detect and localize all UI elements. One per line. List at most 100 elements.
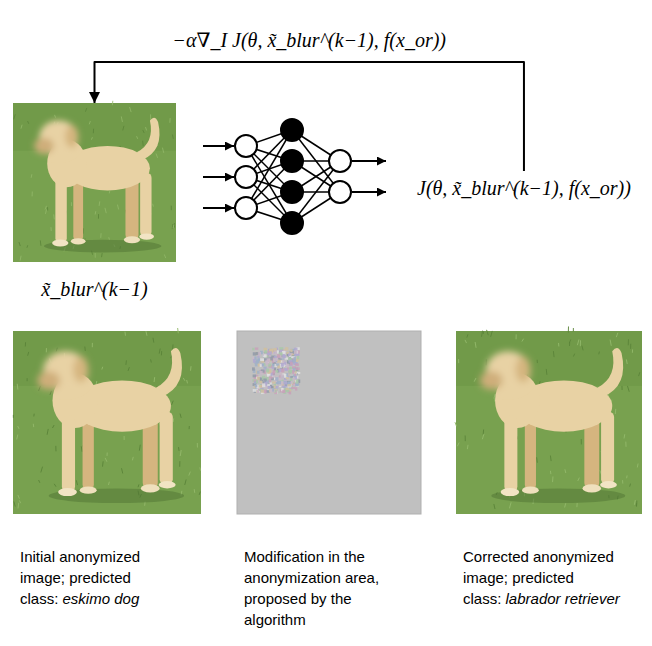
noise-pixel [296, 367, 300, 370]
dog-paw [139, 233, 154, 239]
grass-blade [146, 331, 147, 336]
dog-paw [71, 238, 86, 244]
grass-blade [84, 347, 85, 351]
dog-shadow [44, 240, 161, 253]
noise-pixel [257, 377, 260, 380]
grass-blade [546, 369, 548, 375]
hidden-neuron [281, 181, 303, 203]
grass-blade [101, 367, 103, 370]
input-neuron [235, 135, 257, 157]
grass-blade [39, 386, 41, 391]
grass-blade [17, 435, 18, 440]
noise-pixel [253, 352, 257, 355]
noise-pixel [272, 388, 274, 391]
grass-blade [46, 348, 47, 352]
grass-blade [569, 339, 571, 343]
grass-blade [95, 253, 96, 258]
grass-blade [610, 340, 611, 346]
dog-paw [159, 481, 176, 488]
noise-pixel [252, 367, 255, 370]
noise-pixel [282, 360, 285, 364]
noise-pixel [255, 347, 258, 349]
noise-pixel [288, 354, 291, 357]
grass-blade [622, 480, 623, 483]
noise-pixel [296, 380, 299, 384]
grass-blade [626, 359, 628, 364]
dog-paw [600, 481, 617, 488]
grass-blade [467, 334, 468, 337]
noise-pixel [290, 362, 292, 365]
noise-pixel [278, 378, 282, 381]
grass-blade [124, 436, 125, 440]
noise-pixel [272, 364, 274, 367]
noise-pixel [278, 388, 280, 391]
noise-pixel [275, 377, 278, 381]
grass-blade [581, 439, 582, 444]
noise-pixel [262, 383, 265, 387]
grass-blade [577, 339, 579, 345]
grass-blade [122, 468, 123, 473]
grass-blade [573, 354, 574, 357]
noise-pixel [267, 358, 270, 362]
grass-blade [536, 457, 538, 462]
grass-ground [456, 331, 642, 514]
grass-blade [98, 214, 99, 219]
dog-tail [597, 348, 623, 397]
image-node: Initial anonymized image; predicted clas… [13, 331, 201, 611]
grass-blade [33, 414, 34, 417]
grass-blade [124, 332, 126, 336]
noise-pixel [262, 363, 264, 366]
grass-blade [171, 206, 172, 211]
class-name: labrador retriever [506, 590, 620, 607]
caption-text: Modification in the anonymization area, … [244, 548, 379, 628]
blurred-face [37, 351, 88, 391]
dog-paw [141, 484, 160, 492]
grass-blade [102, 461, 104, 466]
grass-blade [45, 209, 46, 213]
noise-pixel [294, 374, 296, 376]
noise-pixel [295, 387, 297, 390]
noise-pixel [276, 376, 279, 380]
noise-pixel [260, 381, 263, 384]
dog-leg [73, 179, 83, 241]
grass-blade [457, 443, 459, 447]
grass-blade [636, 503, 637, 506]
input-arrow [203, 176, 234, 178]
noise-pixel [279, 347, 283, 350]
grass-blade [91, 137, 93, 139]
loss-node: J(θ, x̃_blur^(k−1), f(x_or)) [415, 174, 633, 202]
noise-pixel [290, 382, 292, 384]
grass-blade [21, 125, 22, 129]
noise-pixel [293, 374, 296, 377]
noise-pixel [269, 376, 273, 378]
grass-blade [125, 360, 126, 365]
grass-blade [487, 330, 489, 335]
grass-blade [628, 339, 629, 345]
noise-pixel [290, 362, 292, 366]
noise-pixel [281, 368, 284, 372]
grass-blade [183, 378, 185, 381]
dog-leg [525, 419, 536, 490]
image-node: Corrected anonymized image; predicted cl… [456, 331, 642, 611]
grass-blade [159, 349, 161, 354]
noise-pixel [252, 348, 254, 351]
grass-blade [491, 331, 493, 337]
grass-blade [27, 378, 28, 381]
grass-blade [152, 338, 154, 343]
output-neuron [329, 150, 351, 172]
dog-snout [37, 371, 60, 389]
grass-blade [121, 116, 122, 122]
noise-pixel [263, 366, 266, 368]
grass-blade [112, 101, 113, 105]
noise-pixel [277, 381, 281, 385]
grass-blade [180, 414, 181, 418]
hidden-neuron [281, 212, 303, 234]
noise-pixel [288, 384, 291, 387]
grass-blade [33, 424, 34, 427]
noise-pixel [260, 364, 262, 367]
grass-blade [47, 207, 48, 210]
dog-shadow [491, 488, 625, 503]
grass-blade [17, 384, 19, 390]
dog-tail [137, 118, 160, 161]
